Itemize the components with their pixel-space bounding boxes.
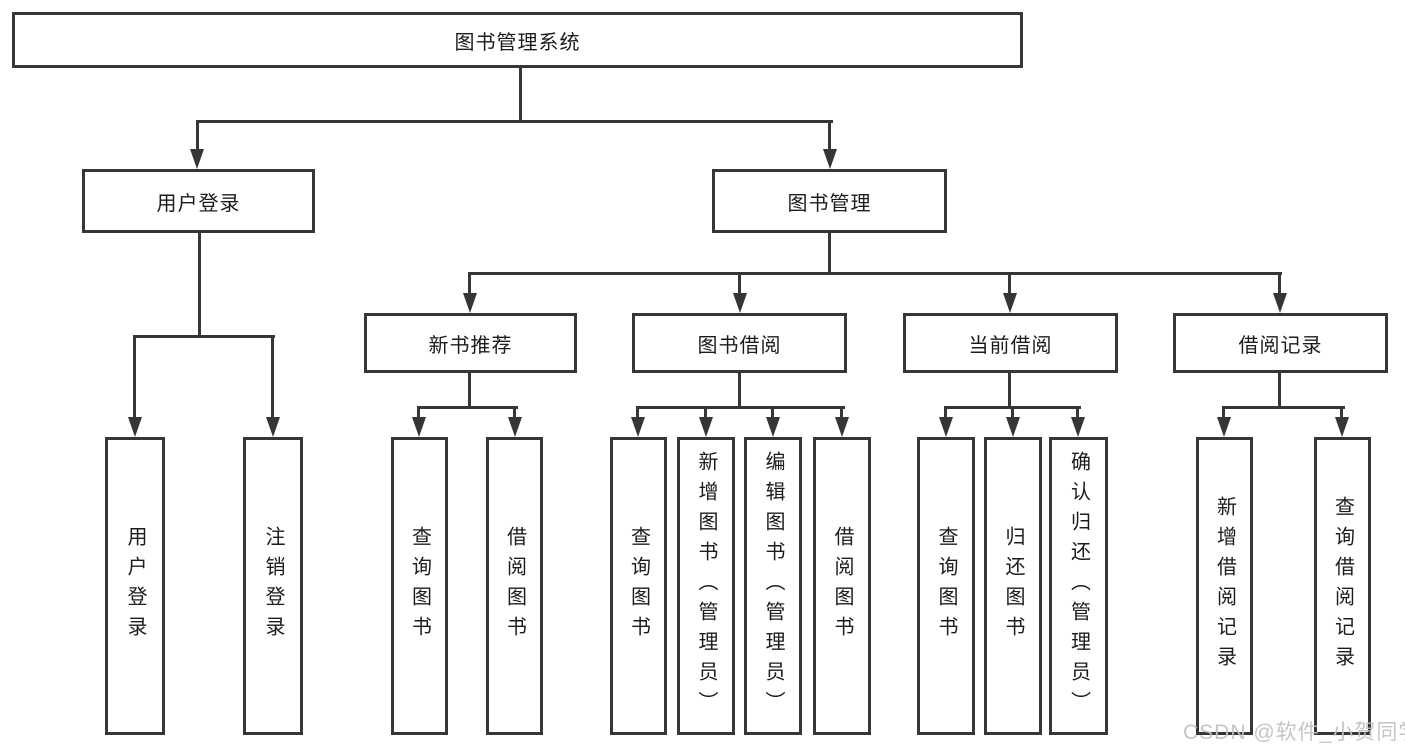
connector-vline xyxy=(1222,406,1225,419)
connector-vline xyxy=(771,406,774,419)
node-leaf-logout: 注销登录 xyxy=(243,437,303,735)
node-root: 图书管理系统 xyxy=(12,12,1023,68)
connector-vline xyxy=(738,272,741,295)
node-leaf-confirm-return-admin: 确认归还（管理员） xyxy=(1049,437,1108,735)
connector-vline xyxy=(198,233,201,338)
connector-vline xyxy=(1008,373,1011,409)
connector-vline xyxy=(133,335,136,419)
connector-vline xyxy=(1278,373,1281,409)
arrowhead-down xyxy=(266,417,280,437)
node-leaf-add-borrow-record: 新增借阅记录 xyxy=(1196,437,1253,735)
connector-vline xyxy=(840,406,843,419)
node-leaf-borrow-books-recommend: 借阅图书 xyxy=(486,437,543,735)
node-book-borrow: 图书借阅 xyxy=(632,313,847,373)
connector-hline xyxy=(636,406,845,409)
connector-vline xyxy=(1278,272,1281,295)
node-user-login: 用户登录 xyxy=(82,169,315,233)
arrowhead-down xyxy=(128,417,142,437)
connector-vline xyxy=(738,373,741,409)
node-leaf-borrow-books: 借阅图书 xyxy=(813,437,871,735)
node-leaf-query-books-current: 查询图书 xyxy=(917,437,975,735)
connector-vline xyxy=(1008,272,1011,295)
connector-hline xyxy=(133,335,275,338)
connector-vline xyxy=(636,406,639,419)
node-leaf-query-borrow-record: 查询借阅记录 xyxy=(1314,437,1371,735)
connector-vline xyxy=(196,120,199,151)
arrowhead-down xyxy=(1217,417,1231,437)
node-leaf-add-book-admin: 新增图书（管理员） xyxy=(677,437,735,735)
arrowhead-down xyxy=(190,149,204,169)
connector-vline xyxy=(944,406,947,419)
connector-hline xyxy=(196,120,833,123)
arrowhead-down xyxy=(939,417,953,437)
connector-vline xyxy=(513,406,516,419)
connector-vline xyxy=(1340,406,1343,419)
arrowhead-down xyxy=(1071,417,1085,437)
arrowhead-down xyxy=(463,293,477,313)
arrowhead-down xyxy=(733,293,747,313)
node-book-management: 图书管理 xyxy=(712,169,947,233)
connector-vline xyxy=(468,373,471,409)
node-leaf-user-login: 用户登录 xyxy=(105,437,165,735)
arrowhead-down xyxy=(1006,417,1020,437)
connector-vline xyxy=(271,335,274,419)
connector-vline xyxy=(417,406,420,419)
node-borrow-records: 借阅记录 xyxy=(1173,313,1388,373)
arrowhead-down xyxy=(699,417,713,437)
connector-vline xyxy=(828,233,831,275)
arrowhead-down xyxy=(1335,417,1349,437)
node-leaf-query-books-borrow: 查询图书 xyxy=(610,437,667,735)
connector-vline xyxy=(1011,406,1014,419)
node-new-book-recommend: 新书推荐 xyxy=(364,313,577,373)
connector-hline xyxy=(468,272,1282,275)
node-leaf-query-books-recommend: 查询图书 xyxy=(391,437,448,735)
watermark: CSDN @软件_小贺同学 xyxy=(1183,721,1405,744)
connector-hline xyxy=(1222,406,1345,409)
node-leaf-edit-book-admin: 编辑图书（管理员） xyxy=(744,437,802,735)
arrowhead-down xyxy=(1003,293,1017,313)
connector-vline xyxy=(704,406,707,419)
connector-vline xyxy=(519,68,522,123)
node-current-borrow: 当前借阅 xyxy=(903,313,1118,373)
arrowhead-down xyxy=(823,149,837,169)
arrowhead-down xyxy=(508,417,522,437)
arrowhead-down xyxy=(412,417,426,437)
connector-vline xyxy=(828,120,831,151)
connector-hline xyxy=(417,406,518,409)
connector-vline xyxy=(468,272,471,295)
arrowhead-down xyxy=(631,417,645,437)
arrowhead-down xyxy=(835,417,849,437)
node-leaf-return-book: 归还图书 xyxy=(984,437,1042,735)
connector-vline xyxy=(1076,406,1079,419)
arrowhead-down xyxy=(1273,293,1287,313)
arrowhead-down xyxy=(766,417,780,437)
